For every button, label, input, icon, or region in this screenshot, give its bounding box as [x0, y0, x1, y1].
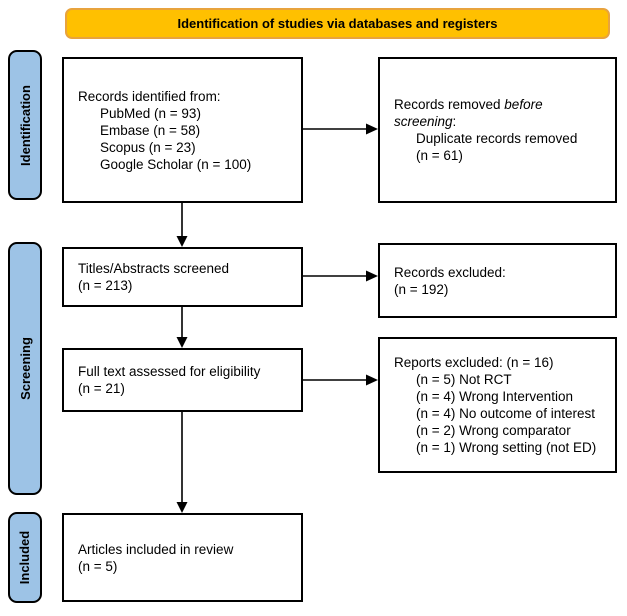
records-identified-item: Google Scholar (n = 100) — [100, 156, 252, 172]
box-records-identified: Records identified from: PubMed (n = 93)… — [62, 57, 303, 203]
arrow-screened-to-excluded — [303, 270, 378, 282]
stage-label-identification-text: Identification — [17, 84, 33, 166]
titles-screened-line1: Titles/Abstracts screened — [78, 261, 230, 276]
banner: Identification of studies via databases … — [65, 8, 610, 39]
records-removed-title-line2: screening: — [394, 113, 611, 130]
records-removed-italic-text: before — [504, 97, 543, 112]
records-excluded-count: (n = 192) — [394, 281, 449, 297]
records-identified-title: Records identified from: — [78, 88, 221, 104]
reports-excluded-item: (n = 4) No outcome of interest — [416, 406, 595, 421]
records-removed-title-line1: Records removed before — [394, 96, 611, 113]
arrow-identified-to-screened — [176, 203, 188, 247]
box-titles-screened: Titles/Abstracts screened (n = 213) — [62, 247, 303, 307]
titles-screened-count: (n = 213) — [78, 278, 133, 293]
stage-label-screening: Screening — [8, 242, 42, 495]
records-removed-colon: : — [452, 114, 457, 129]
box-articles-included: Articles included in review (n = 5) — [62, 513, 303, 602]
arrow-screened-to-fulltext — [176, 307, 188, 348]
stage-label-screening-text: Screening — [17, 337, 33, 400]
arrow-identified-to-removed — [303, 123, 378, 135]
records-identified-item: Embase (n = 58) — [100, 122, 201, 138]
stage-label-identification: Identification — [8, 50, 42, 200]
stage-label-included: Included — [8, 512, 42, 603]
stage-label-included-text: Included — [17, 530, 33, 585]
records-excluded-line1: Records excluded: — [394, 264, 506, 280]
records-removed-normal-text: Records removed — [394, 97, 505, 112]
records-identified-item: Scopus (n = 23) — [100, 139, 196, 155]
box-fulltext-eligibility: Full text assessed for eligibility (n = … — [62, 348, 303, 412]
reports-excluded-title: Reports excluded: (n = 16) — [394, 355, 554, 370]
box-records-excluded: Records excluded: (n = 192) — [378, 243, 617, 318]
arrow-fulltext-to-included — [176, 412, 188, 513]
articles-included-line1: Articles included in review — [78, 541, 234, 557]
box-records-removed: Records removed before screening: Duplic… — [378, 57, 617, 203]
banner-title: Identification of studies via databases … — [177, 16, 498, 31]
box-reports-excluded: Reports excluded: (n = 16) (n = 5) Not R… — [378, 337, 617, 473]
articles-included-count: (n = 5) — [78, 558, 118, 574]
reports-excluded-item: (n = 5) Not RCT — [416, 372, 512, 387]
records-removed-italic-text: screening — [394, 114, 453, 129]
records-identified-item: PubMed (n = 93) — [100, 105, 201, 121]
arrow-fulltext-to-reports — [303, 374, 378, 386]
fulltext-line1: Full text assessed for eligibility — [78, 364, 261, 379]
fulltext-count: (n = 21) — [78, 381, 125, 396]
records-removed-item: (n = 61) — [416, 148, 463, 163]
reports-excluded-item: (n = 2) Wrong comparator — [416, 423, 571, 438]
reports-excluded-item: (n = 1) Wrong setting (not ED) — [416, 440, 597, 455]
reports-excluded-item: (n = 4) Wrong Intervention — [416, 389, 573, 404]
records-removed-item: Duplicate records removed — [416, 131, 578, 146]
